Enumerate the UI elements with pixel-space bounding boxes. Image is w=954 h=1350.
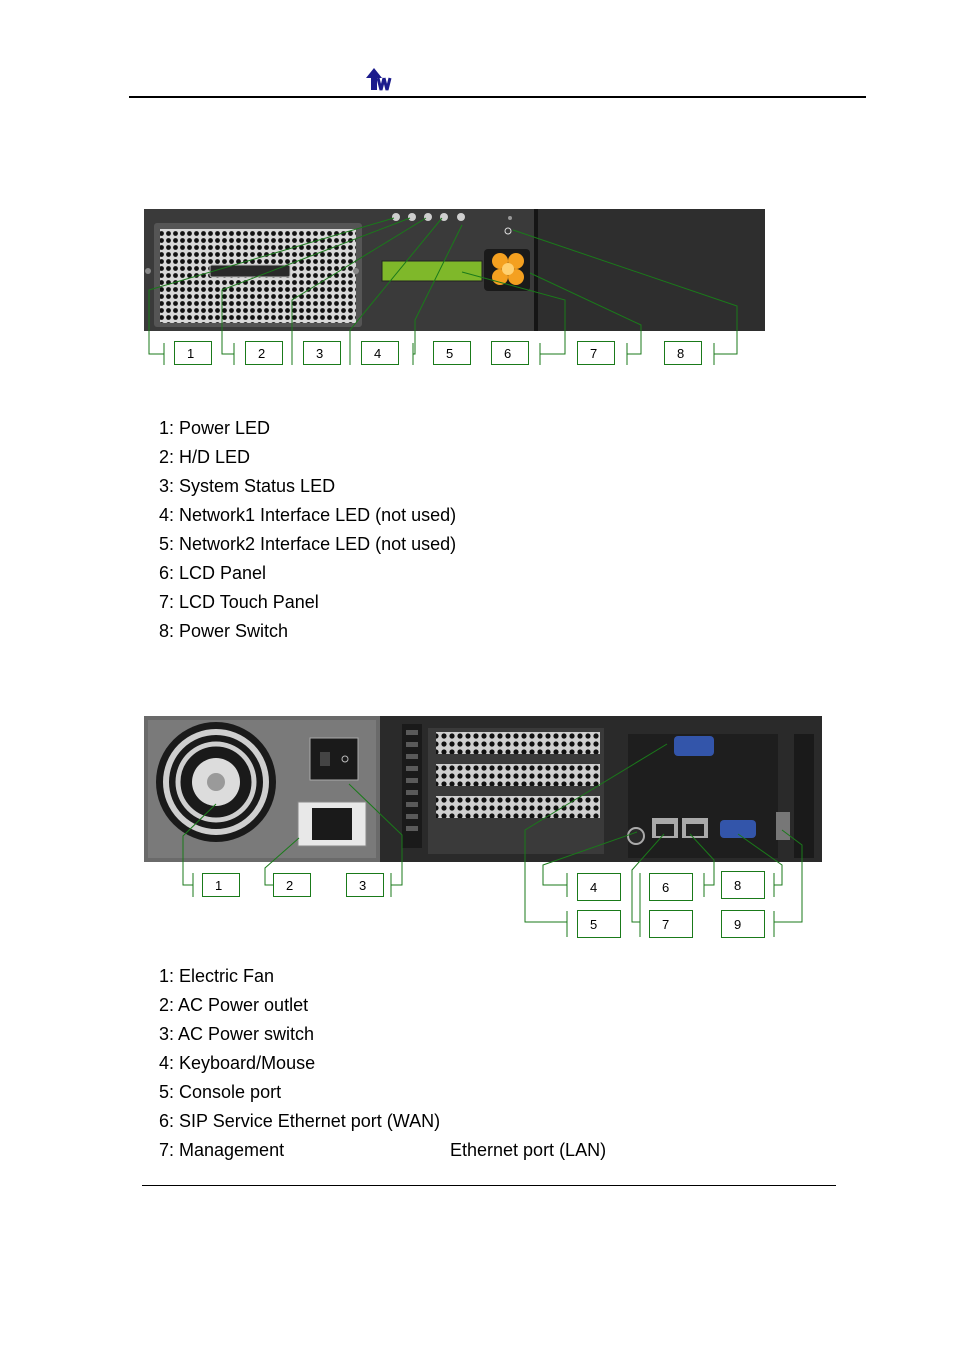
front-legend-item: 3: System Status LED [159, 472, 456, 501]
front-legend: 1: Power LED 2: H/D LED 3: System Status… [159, 414, 456, 646]
company-logo-arrow-icon [364, 66, 396, 94]
header-rule [129, 96, 866, 98]
front-legend-item: 1: Power LED [159, 414, 456, 443]
rear-legend-item: 6: SIP Service Ethernet port (WAN) [159, 1107, 440, 1136]
rear-panel-photo [144, 716, 822, 862]
rear-legend-item-7-desc: Ethernet port (LAN) [450, 1136, 606, 1165]
front-legend-item: 6: LCD Panel [159, 559, 456, 588]
rear-legend-item: 3: AC Power switch [159, 1020, 440, 1049]
front-legend-item: 2: H/D LED [159, 443, 456, 472]
rear-legend-item: 1: Electric Fan [159, 962, 440, 991]
front-legend-item: 7: LCD Touch Panel [159, 588, 456, 617]
rear-legend: 1: Electric Fan 2: AC Power outlet 3: AC… [159, 962, 440, 1165]
rear-callout-5: 5 [577, 910, 621, 938]
rear-legend-item: 7: Management Ethernet port (LAN) [159, 1136, 440, 1165]
rear-callout-3: 3 [346, 873, 384, 897]
rear-callout-6: 6 [649, 873, 693, 901]
front-callout-5: 5 [433, 341, 471, 365]
rear-callout-7: 7 [649, 910, 693, 938]
front-panel-photo [144, 209, 765, 331]
rear-callout-8: 8 [721, 871, 765, 899]
front-legend-item: 4: Network1 Interface LED (not used) [159, 501, 456, 530]
rear-callout-1: 1 [202, 873, 240, 897]
front-callout-4: 4 [361, 341, 399, 365]
rear-callout-9: 9 [721, 910, 765, 938]
rear-callout-4: 4 [577, 873, 621, 901]
rear-legend-item: 2: AC Power outlet [159, 991, 440, 1020]
footer-rule [142, 1185, 836, 1186]
front-callout-6: 6 [491, 341, 529, 365]
front-legend-item: 8: Power Switch [159, 617, 456, 646]
front-legend-item: 5: Network2 Interface LED (not used) [159, 530, 456, 559]
rear-legend-item-7-label: 7: Management [159, 1140, 284, 1160]
front-callout-3: 3 [303, 341, 341, 365]
rear-legend-item: 4: Keyboard/Mouse [159, 1049, 440, 1078]
rear-legend-item: 5: Console port [159, 1078, 440, 1107]
rear-callout-2: 2 [273, 873, 311, 897]
front-callout-2: 2 [245, 341, 283, 365]
front-callout-8: 8 [664, 341, 702, 365]
front-callout-1: 1 [174, 341, 212, 365]
front-callout-7: 7 [577, 341, 615, 365]
